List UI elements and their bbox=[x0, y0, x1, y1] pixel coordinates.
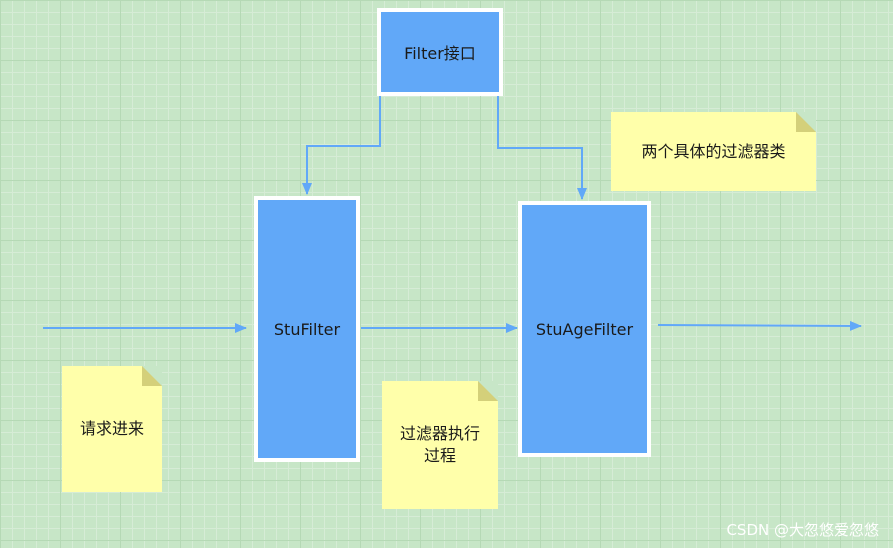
note-request-in[interactable]: 请求进来 bbox=[62, 366, 162, 492]
arrow-out bbox=[657, 320, 862, 331]
filter-interface-label: Filter接口 bbox=[404, 44, 476, 63]
stufilter-box[interactable]: StuFilter bbox=[254, 196, 360, 462]
note-filter-process-text: 过滤器执行 过程 bbox=[399, 424, 480, 465]
arrow-interface-to-stufilter bbox=[302, 96, 381, 195]
stuagefilter-box[interactable]: StuAgeFilter bbox=[518, 201, 651, 457]
note-filter-process[interactable]: 过滤器执行 过程 bbox=[382, 381, 498, 509]
stufilter-label: StuFilter bbox=[273, 319, 341, 339]
note-request-in-text: 请求进来 bbox=[79, 419, 144, 438]
note-two-filters[interactable]: 两个具体的过滤器类 bbox=[611, 112, 816, 191]
arrow-interface-to-stuagefilter bbox=[497, 96, 587, 200]
note-fold-corner bbox=[796, 112, 816, 132]
note-fold-corner bbox=[478, 381, 498, 401]
csdn-watermark: CSDN @大忽悠爱忽悠 bbox=[726, 521, 879, 539]
stuagefilter-label: StuAgeFilter bbox=[535, 319, 634, 339]
note-two-filters-text: 两个具体的过滤器类 bbox=[641, 141, 786, 161]
note-fold-corner bbox=[142, 366, 162, 386]
filter-interface-box[interactable]: Filter接口 bbox=[377, 8, 503, 96]
